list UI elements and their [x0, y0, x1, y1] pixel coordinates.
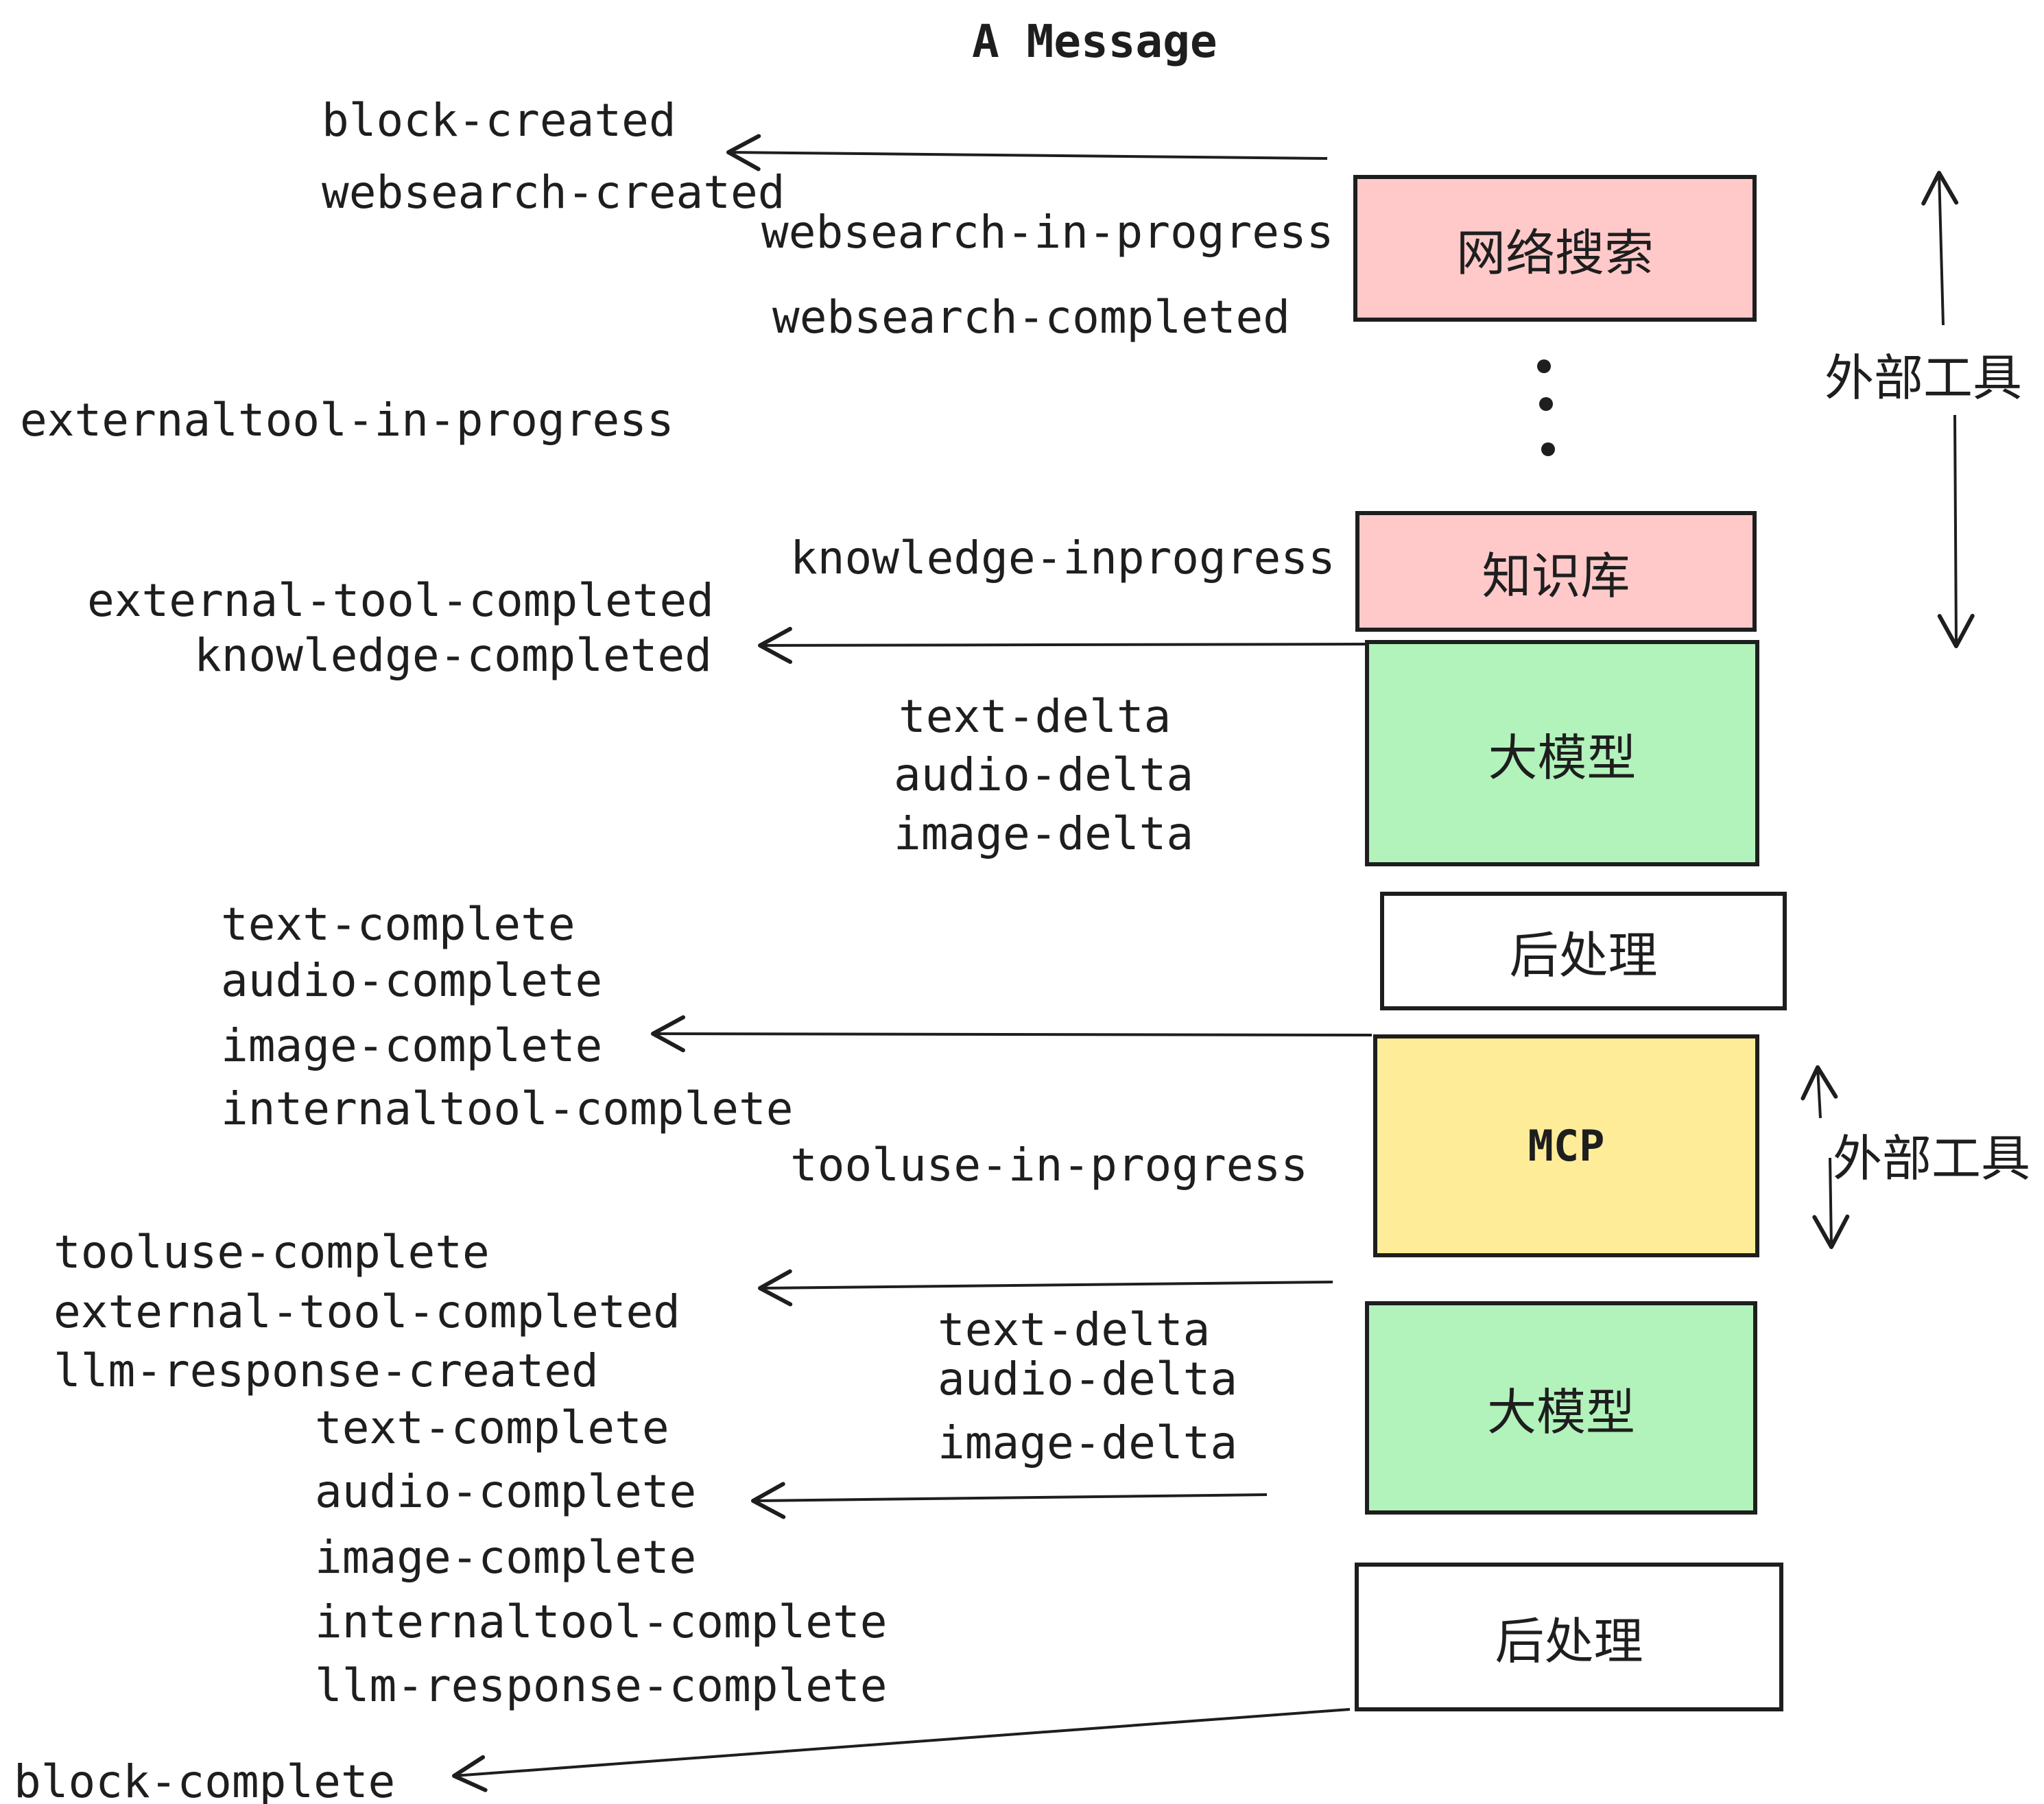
box-knowledge-base-label: 知识库	[1482, 547, 1630, 605]
event-audio-complete-1: audio-complete	[221, 954, 603, 1007]
box-postprocess-2-label: 后处理	[1495, 1613, 1643, 1670]
box-llm-2: 大模型	[1365, 1301, 1757, 1515]
event-externaltool-in-progress: externaltool-in-progress	[20, 394, 674, 447]
box-llm-1: 大模型	[1365, 640, 1759, 866]
side-label-external-tools-1: 外部工具	[1825, 349, 2023, 407]
ellipsis-dot	[1539, 397, 1553, 411]
arrow-to-block-complete	[452, 1708, 1351, 1792]
event-external-tool-completed-2: external-tool-completed	[54, 1285, 680, 1338]
event-websearch-created: websearch-created	[322, 166, 785, 219]
arrow-to-image-complete	[651, 1015, 1372, 1053]
event-text-delta-2: text-delta	[938, 1303, 1211, 1356]
arrow-external-tools-up-2	[1801, 1065, 1838, 1119]
box-mcp-label: MCP	[1528, 1121, 1605, 1171]
event-audio-delta-1: audio-delta	[894, 748, 1194, 801]
event-llm-response-created: llm-response-created	[54, 1344, 599, 1397]
event-websearch-completed: websearch-completed	[772, 291, 1290, 344]
box-llm-2-label: 大模型	[1486, 1384, 1635, 1441]
event-tooluse-complete: tooluse-complete	[54, 1226, 490, 1279]
event-llm-response-complete: llm-response-complete	[315, 1659, 888, 1712]
box-postprocess-1: 后处理	[1380, 892, 1787, 1010]
event-internaltool-complete-1: internaltool-complete	[221, 1082, 794, 1135]
event-audio-complete-2: audio-complete	[315, 1465, 697, 1518]
box-postprocess-2: 后处理	[1355, 1563, 1783, 1711]
event-tooluse-in-progress: tooluse-in-progress	[790, 1139, 1308, 1191]
event-image-delta-1: image-delta	[894, 807, 1194, 860]
box-llm-1-label: 大模型	[1488, 728, 1637, 787]
arrow-external-tools-down-1	[1937, 414, 1975, 648]
arrow-to-knowledge-completed	[758, 626, 1367, 664]
arrow-to-external-tool-completed	[758, 1269, 1333, 1307]
arrow-to-block-created	[726, 134, 1328, 171]
arrow-external-tools-up-1	[1921, 171, 1959, 326]
box-websearch: 网络搜索	[1353, 175, 1757, 322]
event-image-delta-2: image-delta	[938, 1416, 1238, 1469]
event-block-complete: block-complete	[14, 1755, 396, 1804]
event-knowledge-completed: knowledge-completed	[194, 629, 712, 682]
event-audio-delta-2: audio-delta	[938, 1353, 1238, 1405]
event-image-complete-2: image-complete	[315, 1531, 697, 1584]
event-internaltool-complete-2: internaltool-complete	[315, 1595, 888, 1648]
event-external-tool-completed-1: external-tool-completed	[87, 574, 714, 627]
ellipsis-dot	[1537, 359, 1551, 373]
vertical-ellipsis-dots	[1537, 359, 1555, 456]
box-websearch-label: 网络搜索	[1455, 224, 1654, 282]
arrow-to-audio-complete	[751, 1482, 1268, 1519]
event-text-delta-1: text-delta	[899, 690, 1172, 743]
side-label-external-tools-2: 外部工具	[1833, 1130, 2031, 1187]
box-mcp: MCP	[1373, 1034, 1759, 1257]
box-postprocess-1-label: 后处理	[1509, 927, 1658, 984]
arrow-external-tools-down-2	[1812, 1157, 1850, 1249]
diagram-title: A Message	[972, 15, 1217, 68]
box-knowledge-base: 知识库	[1355, 511, 1757, 632]
event-text-complete-1: text-complete	[221, 898, 575, 951]
event-image-complete-1: image-complete	[221, 1019, 603, 1072]
ellipsis-dot	[1541, 442, 1555, 456]
event-text-complete-2: text-complete	[315, 1401, 669, 1454]
event-block-created: block-created	[322, 94, 676, 147]
event-websearch-in-progress: websearch-in-progress	[761, 206, 1334, 259]
event-knowledge-inprogress: knowledge-inprogress	[790, 532, 1335, 584]
